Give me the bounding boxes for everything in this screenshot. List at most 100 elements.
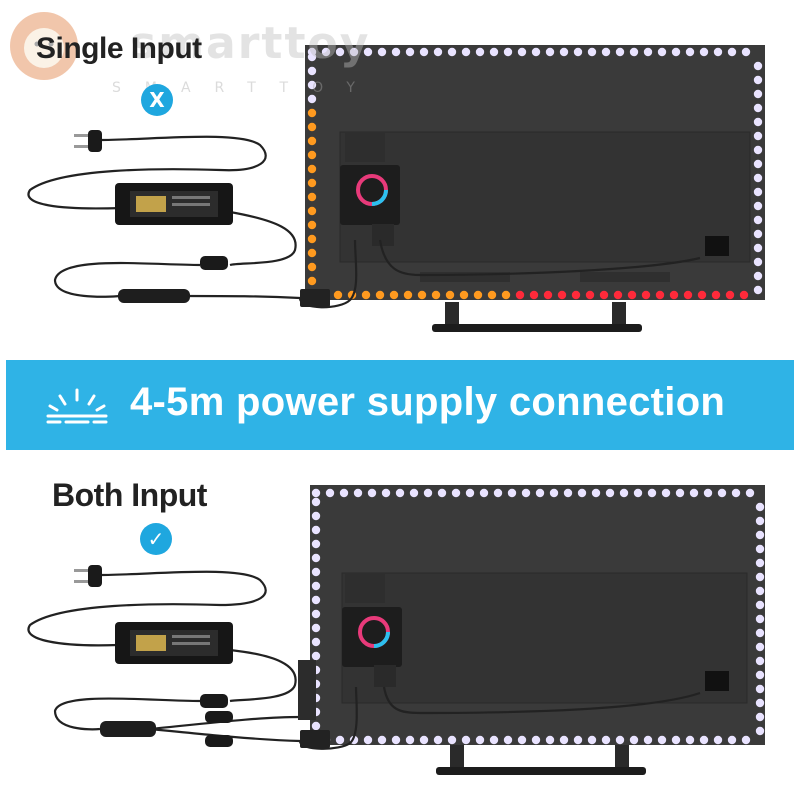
checkmark-icon: ✓ <box>140 523 172 555</box>
led-dot <box>753 229 763 239</box>
led-dot <box>615 735 625 745</box>
led-dot <box>389 290 399 300</box>
led-dot <box>731 488 741 498</box>
led-dot <box>531 47 541 57</box>
led-dot <box>409 488 419 498</box>
led-dot <box>689 488 699 498</box>
led-dot <box>311 497 321 507</box>
led-dot <box>727 735 737 745</box>
led-dot <box>377 47 387 57</box>
led-controller <box>342 607 402 687</box>
led-dot <box>431 290 441 300</box>
led-dot <box>531 735 541 745</box>
led-dot <box>755 530 765 540</box>
led-dot <box>755 614 765 624</box>
led-dot <box>361 290 371 300</box>
led-dot <box>613 290 623 300</box>
led-dot <box>493 488 503 498</box>
led-dot <box>403 290 413 300</box>
led-dot <box>307 94 317 104</box>
led-dot <box>755 516 765 526</box>
led-dot <box>745 488 755 498</box>
led-dot <box>325 488 335 498</box>
led-dot <box>557 290 567 300</box>
led-dot <box>447 735 457 745</box>
led-dot <box>487 290 497 300</box>
led-dot <box>311 595 321 605</box>
led-dot <box>459 290 469 300</box>
led-dot <box>753 187 763 197</box>
tv-stand <box>436 745 646 775</box>
single-input-panel: smarttoy SMARTTOY Single Input X <box>0 0 800 360</box>
led-dot <box>755 684 765 694</box>
led-dot <box>307 206 317 216</box>
led-dot <box>353 488 363 498</box>
led-dot <box>741 735 751 745</box>
led-dot <box>629 735 639 745</box>
led-dot <box>307 234 317 244</box>
led-dot <box>367 488 377 498</box>
power-adapter <box>115 183 233 225</box>
led-dot <box>307 220 317 230</box>
led-dot <box>405 47 415 57</box>
led-dot <box>479 488 489 498</box>
led-dot <box>697 290 707 300</box>
led-dot <box>307 178 317 188</box>
led-dot <box>447 47 457 57</box>
led-dot <box>675 488 685 498</box>
eu-plug <box>74 565 102 587</box>
led-dot <box>515 290 525 300</box>
led-dot <box>545 47 555 57</box>
led-dot <box>727 47 737 57</box>
led-dot <box>475 47 485 57</box>
led-dot <box>381 488 391 498</box>
led-dot <box>437 488 447 498</box>
led-dot <box>311 539 321 549</box>
led-dot <box>489 47 499 57</box>
led-dot <box>529 290 539 300</box>
led-dot <box>627 290 637 300</box>
led-dot <box>615 47 625 57</box>
led-dot <box>335 735 345 745</box>
led-dot <box>311 488 321 498</box>
led-dot <box>711 290 721 300</box>
led-dot <box>699 47 709 57</box>
led-dot <box>753 173 763 183</box>
led-dot <box>507 488 517 498</box>
led-dot <box>753 103 763 113</box>
led-dot <box>629 47 639 57</box>
led-dot <box>503 47 513 57</box>
led-dot <box>307 262 317 272</box>
led-dot <box>307 192 317 202</box>
led-dot <box>753 145 763 155</box>
led-dot <box>753 257 763 267</box>
led-dot <box>577 488 587 498</box>
led-dot <box>339 488 349 498</box>
led-dot <box>333 290 343 300</box>
led-dot <box>717 488 727 498</box>
led-dot <box>573 47 583 57</box>
led-dot <box>465 488 475 498</box>
led-dot <box>685 47 695 57</box>
led-dot <box>311 623 321 633</box>
led-dot <box>755 502 765 512</box>
led-dot <box>683 290 693 300</box>
led-dot <box>461 47 471 57</box>
led-dot <box>563 488 573 498</box>
led-dot <box>433 735 443 745</box>
led-dot <box>739 290 749 300</box>
led-dot <box>307 122 317 132</box>
led-dot <box>591 488 601 498</box>
led-dot <box>741 47 751 57</box>
led-dot <box>559 735 569 745</box>
led-dot <box>311 553 321 563</box>
led-dot <box>307 164 317 174</box>
power-cables <box>27 570 701 750</box>
led-dot <box>311 511 321 521</box>
led-dot <box>545 735 555 745</box>
led-dot <box>473 290 483 300</box>
led-dot <box>657 47 667 57</box>
led-dot <box>475 735 485 745</box>
led-dot <box>375 290 385 300</box>
led-dot <box>517 735 527 745</box>
